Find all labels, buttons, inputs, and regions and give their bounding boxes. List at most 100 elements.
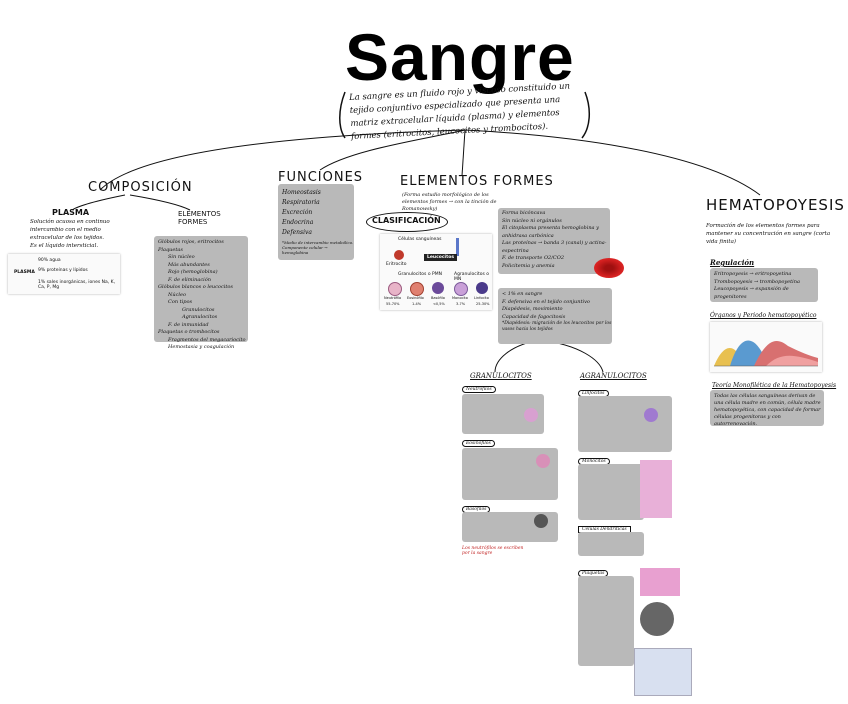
- red-blood-cell-image: [594, 258, 624, 278]
- organos-heading: Órganos y Periodo hematopoyético: [710, 312, 817, 319]
- ef-item: Fragmentos del megacariocito: [168, 336, 246, 343]
- funcion-item: Respiratoria: [282, 199, 320, 206]
- ef-item: Plaquetas o trombocitos: [158, 329, 220, 335]
- eritro-item: Las proteínas → banda 3 (canal) y actina…: [502, 240, 607, 254]
- cell-pct: 1-4%: [412, 302, 422, 306]
- plaquetas-box: [578, 576, 634, 666]
- granulocitos-heading: GRANULOCITOS: [470, 372, 532, 380]
- monocito-cell: [454, 282, 468, 296]
- ef-item: Sin núcleo: [168, 254, 195, 260]
- teoria-heading: Teoría Monofilética de la Hematopoyesis: [712, 382, 837, 389]
- leuco-item: F. defensiva en el tejido conjuntivo: [502, 298, 590, 305]
- funcion-item: Homeostasis: [282, 189, 321, 196]
- funcion-item: Excreción: [282, 209, 313, 216]
- elementos-formes-desc: (Forma estudio morfológico de los elemen…: [402, 192, 497, 212]
- cell-pct: 25-30%: [476, 302, 490, 306]
- neutrofilo-cell: [388, 282, 402, 296]
- clasificacion-heading: CLASIFICACIÓN: [372, 216, 441, 225]
- clasif-title: Células sanguíneas: [398, 237, 442, 242]
- granulo-note: Los neutrófilos se escriben por la sangr…: [462, 546, 524, 556]
- regulacion-item: Eritropoyesis → eritropoyetina: [714, 271, 792, 277]
- eritro-item: Forma bicóncava: [502, 210, 546, 216]
- ef-item: Rojo (hemoglobina): [168, 269, 218, 275]
- clasificacion-image: Células sanguíneas Eritrocito Leucocitos…: [380, 234, 492, 310]
- plasma-table: PLASMA 90% agua 9% proteínas y lípidos 1…: [8, 254, 120, 294]
- eritro-item: Policitemia y anemia: [502, 262, 555, 269]
- cell-pct: 3-7%: [456, 302, 466, 306]
- cell-pct: 55-70%: [386, 302, 400, 306]
- neutrofilos-label: Neutrófilos: [462, 386, 496, 393]
- eritro-item: El citoplasma presenta hemoglobina y anh…: [502, 225, 599, 239]
- monocitos-box: [578, 464, 644, 520]
- ef-item: F. de inmunidad: [168, 321, 209, 328]
- plaqueta-image-1: [640, 568, 680, 596]
- dendriticas-box: [578, 532, 644, 556]
- leucocitos-label: Leucocitos: [424, 254, 458, 261]
- cell-name: Eosinófilo: [407, 296, 424, 300]
- leucocito-box: < 1% en sangre F. defensiva en el tejido…: [498, 288, 612, 344]
- funciones-note: *Medio de intercambio metabólico. Compon…: [282, 240, 354, 255]
- cell-pct: <0,5%: [433, 302, 445, 306]
- eritro-item: F. de transporte O2/CO2: [502, 255, 565, 261]
- leuco-item: *Diapédesis: migración de los leucocitos…: [502, 321, 612, 332]
- eritrocito-label: Eritrocito: [386, 262, 407, 267]
- composicion-heading: COMPOSICIÓN: [88, 180, 193, 195]
- plasma-table-label: PLASMA: [14, 270, 35, 275]
- regulacion-box: Eritropoyesis → eritropoyetina Trombopoy…: [710, 268, 818, 302]
- regulacion-item: Leucopoyesis → expansión de progenitores: [714, 286, 789, 300]
- ef-item: Con tipos: [168, 299, 193, 305]
- eosinofilo-cell: [410, 282, 424, 296]
- cell-name: Neutrófilo: [384, 296, 402, 300]
- ef-item: Núcleo: [168, 291, 186, 298]
- basofilo-image: [534, 514, 548, 528]
- regulacion-item: Trombopoyesis → trombopoyetina: [714, 278, 800, 285]
- eosinofilo-image: [536, 454, 550, 468]
- plasma-row: 9% proteínas y lípidos: [38, 268, 88, 273]
- leuco-item: Diapédesis, movimiento: [502, 306, 563, 312]
- linfocito-image: [644, 408, 658, 422]
- linfocito-cell: [476, 282, 488, 294]
- hematopoyesis-desc: Formación de los elementos formes para m…: [706, 223, 831, 245]
- funciones-box: Homeostasis Respiratoria Excreción Endoc…: [278, 184, 354, 260]
- elementos-formes-box: Glóbulos rojos, eritrocitos Plaquetas Si…: [154, 236, 248, 350]
- hematopoyesis-heading: HEMATOPOYESIS: [706, 196, 845, 214]
- ef-item: Glóbulos rojos, eritrocitos: [158, 239, 224, 245]
- eosinofilos-label: Eosinófilos: [462, 440, 495, 447]
- monocito-image: [640, 460, 672, 518]
- plaqueta-diagram: [634, 648, 692, 696]
- cell-name: Linfocito: [474, 296, 489, 300]
- teoria-desc: Todas las células sanguíneas derivan de …: [714, 393, 821, 427]
- granulocitos-label: Granulocitos o PMN: [398, 272, 442, 277]
- ef-item: Hemostasia y coagulación: [168, 344, 235, 350]
- hemato-curves: [714, 340, 818, 367]
- elementos-formes-heading: ELEMENTOS FORMES: [400, 174, 554, 189]
- ef-item: Más abundantes: [168, 261, 210, 268]
- eritro-item: Sin núcleo ni orgánulos: [502, 217, 562, 224]
- cell-name: Basófilo: [431, 296, 445, 300]
- leuco-item: Capacidad de fagocitosis: [502, 313, 566, 320]
- plasma-row: 90% agua: [38, 258, 61, 263]
- plaqueta-image-2: [640, 602, 674, 636]
- ef-item: F. de eliminación: [168, 276, 211, 283]
- clasificacion-oval: [366, 212, 448, 232]
- regulacion-heading: Regulación: [710, 258, 755, 267]
- funcion-item: Defensiva: [282, 229, 312, 236]
- eritrocito-box: Forma bicóncava Sin núcleo ni orgánulos …: [498, 208, 610, 274]
- elementos-formes-sub-heading: ELEMENTOS FORMES: [178, 210, 221, 226]
- ef-item: Granulocitos: [182, 306, 215, 313]
- basofilo-cell: [432, 282, 444, 294]
- eritrocito-cell: [394, 250, 404, 260]
- plasma-desc: Solución acuosa en continuo intercambio …: [30, 219, 110, 249]
- funciones-heading: FUNCIONES: [278, 170, 364, 185]
- cell-name: Monocito: [452, 296, 468, 300]
- leuco-item: < 1% en sangre: [502, 291, 543, 297]
- agranulocitos-label: Agranulocitos o MN: [454, 272, 490, 282]
- plasma-heading: PLASMA: [52, 208, 90, 217]
- agranulocitos-heading: AGRANULOCITOS: [580, 372, 647, 380]
- ef-item: Plaquetas: [158, 246, 183, 253]
- plasma-row: 1% sales inorgánicas, iones Na, K, Ca, P…: [38, 280, 116, 290]
- ef-item: Agranulocitos: [182, 314, 218, 320]
- hematopoyesis-chart: [710, 322, 822, 372]
- linfocitos-box: [578, 396, 672, 452]
